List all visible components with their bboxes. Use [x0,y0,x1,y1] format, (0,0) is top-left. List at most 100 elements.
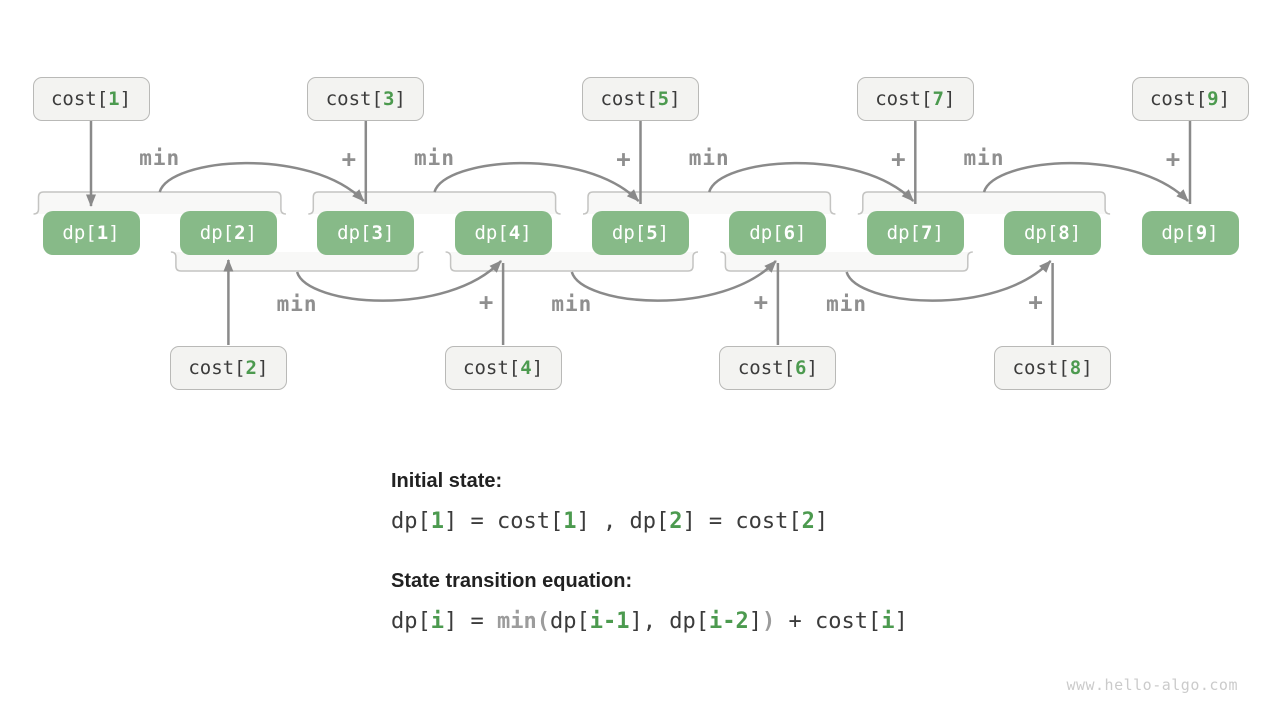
dp-label-prefix: dp[ [886,222,921,244]
cost-box-1: cost[1] [32,77,150,121]
transition-heading: State transition equation: [391,570,633,592]
initial-state-equation: dp[1] = cost[1] , dp[2] = cost[2] [391,509,991,534]
dp-label-index: 7 [921,222,933,244]
cost-label-index: 4 [520,357,532,379]
cost-box-2: cost[2] [169,346,287,390]
eq-part: 2 [801,509,815,534]
dp-label-suffix: ] [932,222,944,244]
cost-box-6: cost[6] [719,346,837,390]
eq-part: + cost[ [775,609,882,634]
cost-label-index: 3 [382,88,395,110]
eq-part: 1 [563,509,577,534]
cost-box-4: cost[4] [444,346,562,390]
dp-label-prefix: dp[ [1161,222,1196,244]
dp-label-suffix: ] [795,222,807,244]
dp-label-prefix: dp[ [199,222,235,244]
min-label: min [963,146,1005,170]
dp-box-2: dp[2] [179,211,277,255]
eq-part: ) [761,609,776,634]
equations-block: Initial state: dp[1] = cost[1] , dp[2] =… [391,470,991,634]
min-label: min [139,146,181,170]
dp-label-prefix: dp[ [474,222,509,244]
eq-part: min [496,609,537,634]
eq-part: dp[ [391,509,431,534]
min-label: min [414,146,455,170]
cost-box-9: cost[9] [1131,77,1249,121]
cost-label-index: 2 [245,357,257,379]
eq-part: ], dp[ [629,609,709,634]
min-label: min [826,292,868,316]
dp-label-index: 9 [1195,222,1208,244]
eq-part: ] = [444,609,497,634]
dp-box-5: dp[5] [592,211,689,255]
cost-label-index: 1 [108,88,120,110]
dp-label-suffix: ] [520,222,532,244]
cost-label-prefix: cost[ [737,357,796,379]
dp-label-index: 3 [371,222,383,244]
min-label: min [551,292,593,316]
cost-label-index: 9 [1207,88,1219,110]
cost-box-5: cost[5] [582,77,699,121]
dp-box-1: dp[1] [42,211,140,255]
dp-label-suffix: ] [1207,222,1219,244]
cost-label-suffix: ] [119,88,132,110]
eq-part: ] , dp[ [576,509,670,534]
plus-label: + [753,288,769,316]
eq-part: 1 [430,509,444,534]
min-arc-dp78-to-dp9 [982,161,1189,202]
dp-box-3: dp[3] [317,211,415,255]
cost-label-suffix: ] [531,357,544,379]
cost-label-index: 5 [657,88,670,110]
min-label: min [276,292,318,316]
min-arc-dp23-to-dp4 [295,260,503,302]
eq-part: ] [894,609,908,634]
cost-box-7: cost[7] [856,77,974,121]
eq-part: ] = cost[ [682,509,802,534]
min-arc-dp12-to-dp3 [158,161,365,202]
transition-equation: dp[i] = min(dp[i-1], dp[i-2]) + cost[i] [391,609,991,634]
eq-part: ] [748,609,762,634]
eq-part: i [881,609,895,634]
eq-part: i [430,609,444,634]
dp-box-8: dp[8] [1004,211,1102,255]
cost-label-suffix: ] [806,357,818,379]
eq-part: ] [814,509,829,534]
cost-label-prefix: cost[ [1012,357,1070,379]
dp-label-index: 1 [96,222,109,244]
dp-box-4: dp[4] [454,211,552,255]
plus-label: + [478,288,494,316]
dp-label-index: 6 [783,222,796,244]
eq-part: i-2 [708,609,749,634]
min-arc-dp67-to-dp8 [845,260,1052,302]
dp-label-prefix: dp[ [337,222,372,244]
eq-part: i-1 [589,609,630,634]
dp-label-index: 4 [508,222,521,244]
cost-label-index: 8 [1069,357,1082,379]
min-arc-dp34-to-dp5 [433,161,640,202]
eq-part: dp[ [549,609,590,634]
dp-label-prefix: dp[ [62,222,97,244]
dp-label-suffix: ] [245,222,257,244]
eq-part: dp[ [391,609,431,634]
min-arc-dp56-to-dp7 [708,161,915,202]
cost-label-suffix: ] [256,357,269,379]
dp-box-7: dp[7] [866,211,964,255]
dp-box-6: dp[6] [729,211,827,255]
cost-label-suffix: ] [1081,357,1093,379]
cost-box-3: cost[3] [307,77,425,121]
dp-label-suffix: ] [108,222,120,244]
plus-label: + [1165,145,1181,173]
cost-label-prefix: cost[ [463,357,521,379]
dp-label-prefix: dp[ [611,222,647,244]
plus-label: + [341,145,357,173]
cost-label-suffix: ] [1218,88,1231,110]
cost-label-suffix: ] [943,88,956,110]
min-arc-dp45-to-dp6 [570,260,777,302]
dp-label-index: 5 [646,222,658,244]
dp-label-suffix: ] [1069,222,1082,244]
cost-box-8: cost[8] [994,346,1112,390]
eq-part: ( [536,609,550,634]
cost-label-index: 6 [795,357,807,379]
dp-label-prefix: dp[ [749,222,784,244]
